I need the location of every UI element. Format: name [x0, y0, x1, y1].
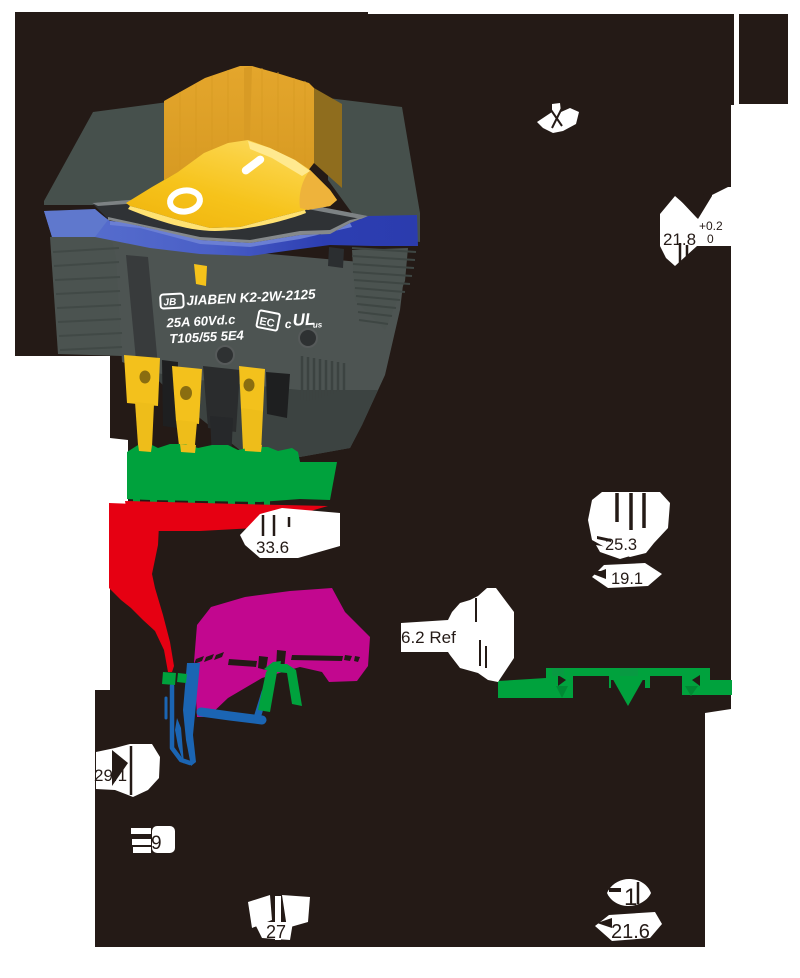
svg-text:25.3: 25.3	[605, 536, 637, 554]
svg-text:c: c	[284, 317, 292, 331]
svg-text:9: 9	[151, 833, 162, 854]
svg-text:25A 60Vd.c: 25A 60Vd.c	[165, 312, 236, 331]
svg-text:21.8: 21.8	[663, 230, 696, 249]
svg-text:+0.2: +0.2	[699, 219, 723, 233]
svg-text:19.1: 19.1	[611, 570, 643, 588]
svg-text:33.6: 33.6	[256, 538, 289, 557]
svg-text:JB: JB	[163, 297, 176, 309]
svg-text:21.6: 21.6	[611, 921, 650, 943]
svg-text:us: us	[313, 320, 323, 330]
svg-text:T105/55 5E4: T105/55 5E4	[169, 327, 245, 346]
svg-text:29.1: 29.1	[94, 766, 127, 785]
svg-text:EC: EC	[258, 315, 275, 330]
svg-text:JIABEN K2-2W-2125: JIABEN K2-2W-2125	[186, 287, 316, 309]
svg-text:6.2 Ref: 6.2 Ref	[401, 628, 456, 647]
svg-text:27: 27	[266, 922, 286, 942]
svg-text:1: 1	[624, 884, 637, 911]
svg-text:0: 0	[707, 232, 714, 246]
svg-text:UL: UL	[292, 310, 316, 330]
